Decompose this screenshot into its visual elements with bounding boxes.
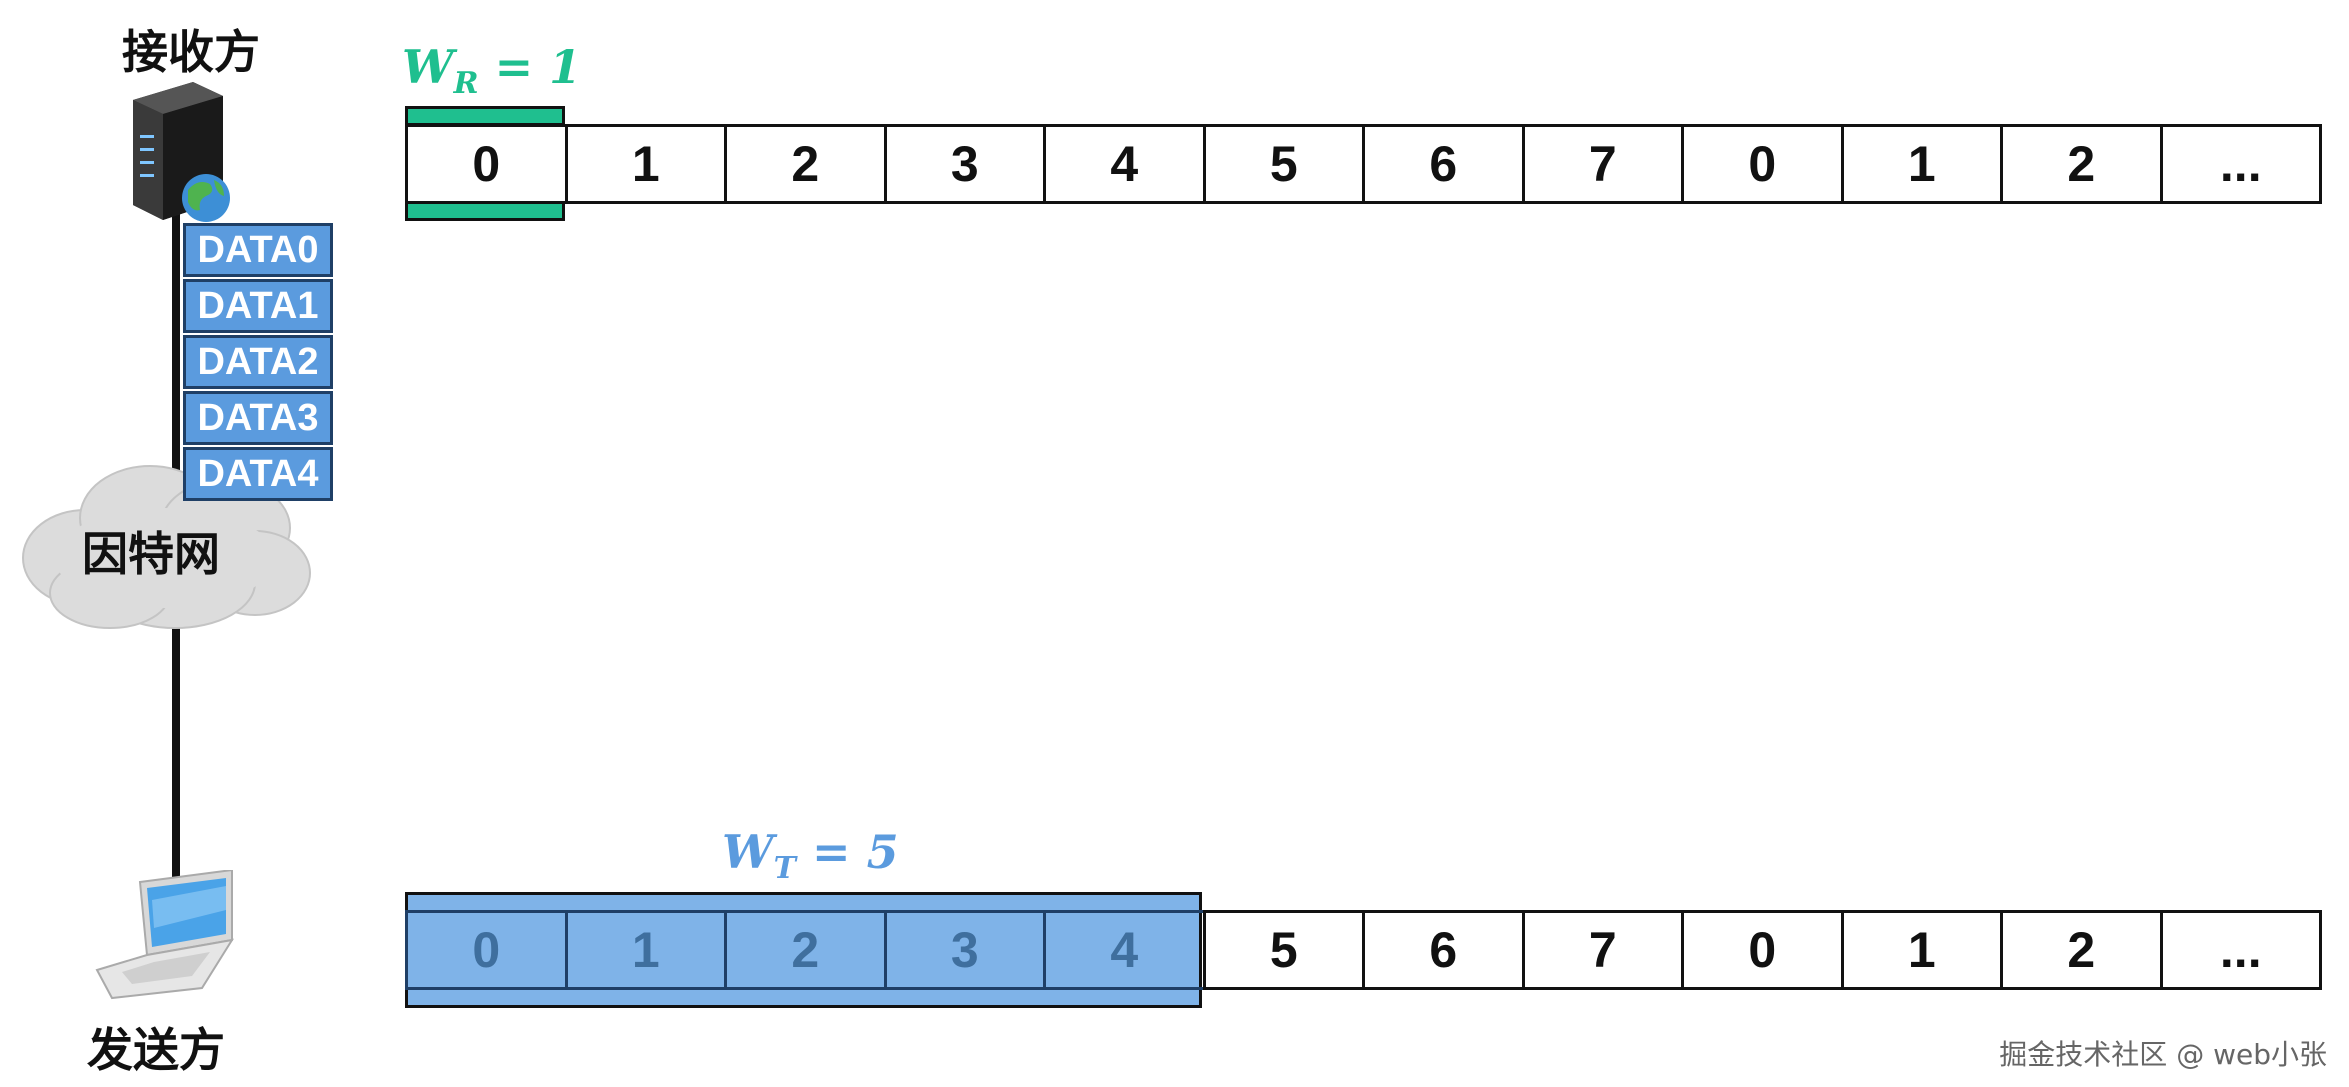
sender-seq-cell-6: 6 bbox=[1362, 910, 1525, 990]
sender-window-label: WT = 5 bbox=[722, 825, 899, 886]
sender-seq-cell-9: 1 bbox=[1840, 910, 2003, 990]
sender-seq-cell-2: 2 bbox=[724, 910, 887, 990]
sender-seq-cell-5: 5 bbox=[1202, 910, 1365, 990]
receiver-window-label: WR = 1 bbox=[402, 40, 581, 101]
sender-window-symbol: W bbox=[722, 825, 774, 879]
sender-seq-cell-11: ... bbox=[2159, 910, 2322, 990]
receiver-window-symbol: W bbox=[402, 40, 454, 94]
data-packet-2: DATA2 bbox=[183, 335, 333, 389]
laptop-icon bbox=[92, 868, 242, 1000]
watermark: 掘金技术社区 @ web小张 bbox=[1999, 1038, 2327, 1071]
receiver-label: 接收方 bbox=[122, 25, 260, 79]
data-packet-4: DATA4 bbox=[183, 447, 333, 501]
receiver-seq-cell-3: 3 bbox=[883, 124, 1046, 204]
sender-seq-cell-4: 4 bbox=[1043, 910, 1206, 990]
sender-window-subscript: T bbox=[773, 851, 796, 887]
sender-seq-cell-1: 1 bbox=[564, 910, 727, 990]
sender-seq-cell-7: 7 bbox=[1521, 910, 1684, 990]
data-packet-3: DATA3 bbox=[183, 391, 333, 445]
receiver-window-bottom-bar bbox=[405, 201, 565, 221]
server-icon bbox=[118, 80, 238, 230]
receiver-seq-cell-2: 2 bbox=[724, 124, 887, 204]
receiver-seq-cell-4: 4 bbox=[1043, 124, 1206, 204]
receiver-seq-cell-6: 6 bbox=[1362, 124, 1525, 204]
sender-seq-cell-8: 0 bbox=[1681, 910, 1844, 990]
sender-label: 发送方 bbox=[87, 1023, 225, 1077]
receiver-seq-cell-10: 2 bbox=[2000, 124, 2163, 204]
internet-label: 因特网 bbox=[82, 527, 220, 581]
sender-seq-cell-3: 3 bbox=[883, 910, 1046, 990]
data-packet-1: DATA1 bbox=[183, 279, 333, 333]
sender-seq-cell-10: 2 bbox=[2000, 910, 2163, 990]
receiver-seq-cell-0: 0 bbox=[405, 124, 568, 204]
sender-seq-cell-0: 0 bbox=[405, 910, 568, 990]
receiver-window-top-bar bbox=[405, 106, 565, 126]
receiver-seq-cell-5: 5 bbox=[1202, 124, 1365, 204]
receiver-window-equals: = 1 bbox=[494, 40, 582, 94]
receiver-seq-cell-1: 1 bbox=[564, 124, 727, 204]
receiver-seq-cell-7: 7 bbox=[1521, 124, 1684, 204]
receiver-window-subscript: R bbox=[453, 66, 479, 102]
receiver-seq-cell-8: 0 bbox=[1681, 124, 1844, 204]
receiver-seq-cell-11: ... bbox=[2159, 124, 2322, 204]
sender-window-equals: = 5 bbox=[812, 825, 899, 879]
receiver-seq-cell-9: 1 bbox=[1840, 124, 2003, 204]
data-packet-0: DATA0 bbox=[183, 223, 333, 277]
